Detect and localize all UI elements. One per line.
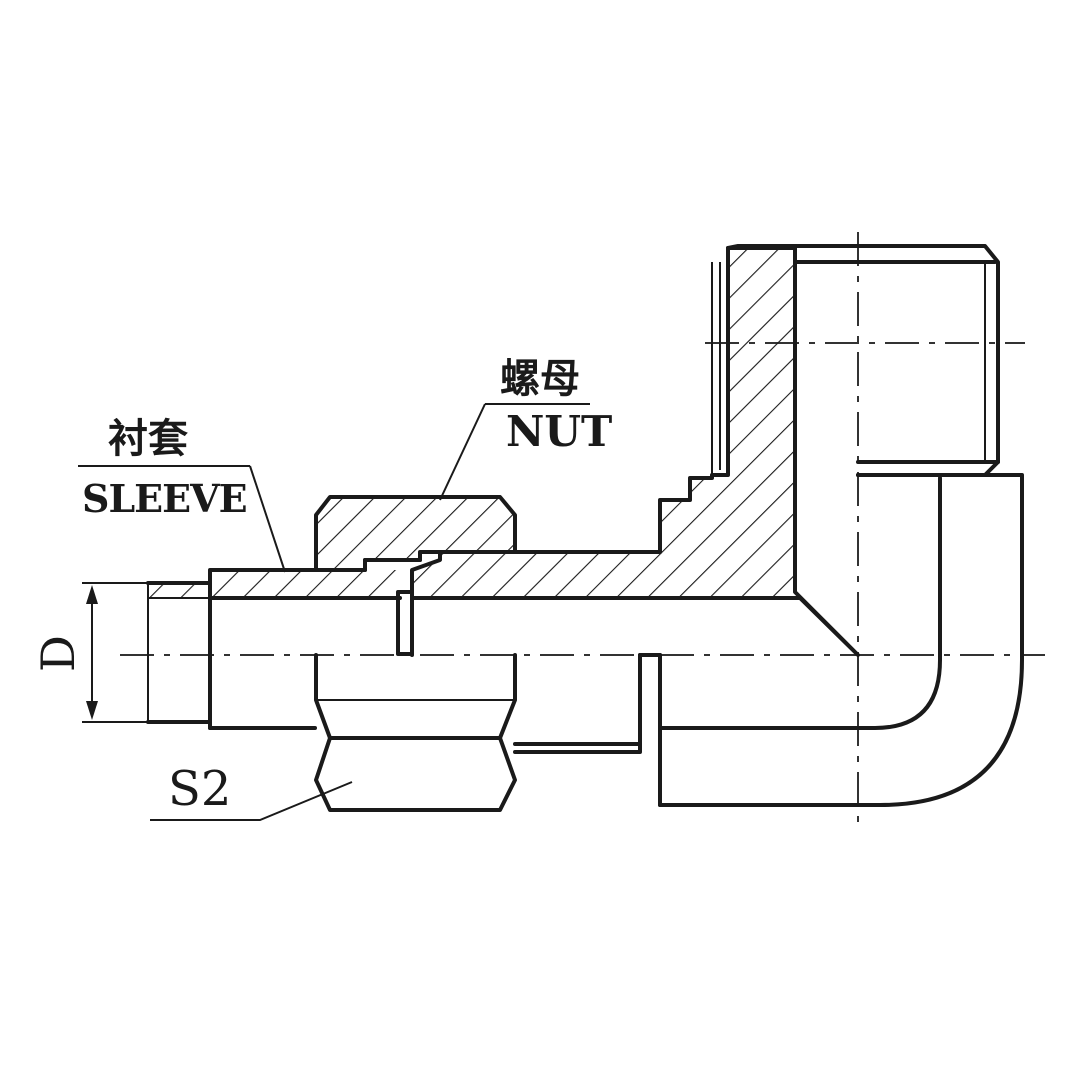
- arrow-down-icon: [86, 701, 98, 720]
- elbow-outer-bend: [658, 473, 1024, 807]
- dimension-s2-label: S2: [168, 761, 231, 817]
- tube: [146, 581, 212, 724]
- elbow-inner-bend: [658, 476, 942, 730]
- tube-hatched-wall: [148, 583, 210, 598]
- sleeve-label-en: SLEEVE: [82, 476, 247, 521]
- nut-label-en: NUT: [506, 407, 612, 456]
- sleeve-hatched-section: [210, 570, 398, 598]
- arrow-up-icon: [86, 585, 98, 604]
- body-hatched-section: [410, 246, 860, 657]
- center-lines: [120, 232, 1045, 825]
- sleeve-leader: [249, 465, 286, 573]
- nut: [314, 495, 517, 812]
- sleeve-label-cn: 衬套: [108, 415, 188, 462]
- s2-leader: [150, 781, 353, 821]
- leaders: [78, 403, 590, 821]
- elbow-body: [410, 244, 1024, 807]
- nut-label-cn: 螺母: [500, 355, 580, 402]
- nut-hex-outline: [314, 653, 517, 812]
- sleeve-cut-edge: [396, 590, 414, 656]
- nut-leader: [439, 403, 486, 501]
- dimension-d: [82, 582, 148, 723]
- dimension-d-label: D: [31, 635, 85, 672]
